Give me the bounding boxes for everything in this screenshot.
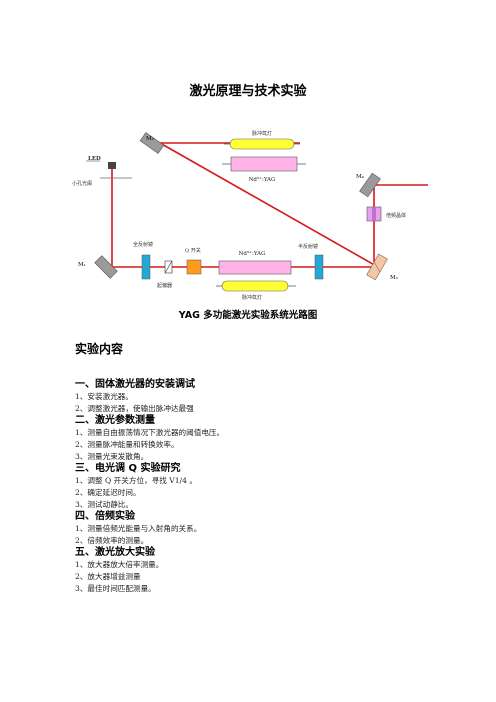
frequency-doubling-crystal: 倍频晶体 — [366, 206, 406, 222]
total-reflector-label: 全反射镜 — [133, 241, 153, 248]
list-item: 2、测量脉冲能量和转换效率。 — [75, 440, 179, 449]
list-item: 1、测量自由振荡情况下激光器的阈值电压。 — [75, 428, 225, 437]
led-body — [108, 162, 116, 169]
bottom-ndyag-label: Nd³⁺:YAG — [239, 250, 266, 257]
document-title: 激光原理与技术实验 — [189, 84, 307, 99]
freq-crystal-label: 倍频晶体 — [386, 212, 406, 219]
bottom-pulse-lamp: 脉冲氙灯 — [216, 280, 296, 301]
section-1: 一、固体激光器的安装调试 1、安装激光器。 2、调整激光器，使输出脉冲达最强 — [75, 379, 435, 415]
led-label: LED — [88, 156, 101, 162]
top-ndyag-label: Nd³⁺:YAG — [249, 176, 276, 183]
list-item: 1、放大器放大倍率测量。 — [75, 560, 164, 569]
q-switch-label: Q 开关 — [185, 247, 201, 254]
section-title: 三、电光调 Q 实验研究 — [75, 463, 181, 474]
m4-label: M₄ — [356, 174, 365, 180]
list-item: 1、调整 Q 开关方位，寻找 V1/4 。 — [75, 476, 197, 485]
m1-label: M₁ — [78, 262, 86, 268]
polarizer-label: 起偏器 — [157, 282, 172, 289]
experiment-contents: 实验内容 一、固体激光器的安装调试 1、安装激光器。 2、调整激光器，使输出脉冲… — [75, 340, 435, 595]
top-ndyag-rod: Nd³⁺:YAG — [222, 156, 306, 183]
list-item: 3、测试动静比。 — [75, 500, 133, 509]
section-title: 四、倍频实验 — [75, 511, 135, 522]
figure-caption: YAG 多功能激光实验系统光路图 — [178, 310, 318, 321]
top-pulse-lamp: 脉冲氙灯 — [224, 130, 300, 150]
list-item: 1、测量倍频光能量与入射角的关系。 — [75, 524, 202, 533]
led-source: LED — [86, 156, 116, 169]
mirror-m4: M₄ — [356, 172, 381, 198]
polarizer: 起偏器 — [157, 260, 173, 289]
beam-m2-to-m3 — [159, 142, 379, 268]
bottom-pulse-lamp-label: 脉冲氙灯 — [242, 294, 262, 301]
list-item: 1、安装激光器。 — [75, 392, 133, 401]
section-5: 五、激光放大实验 1、放大器放大倍率测量。 2、放大器增益测量 3、最佳时间匹配… — [75, 547, 435, 595]
mirror-m1: M₁ — [78, 255, 118, 279]
half-reflector-label: 半反射镜 — [298, 243, 318, 250]
section-3: 三、电光调 Q 实验研究 1、调整 Q 开关方位，寻找 V1/4 。 2、确定延… — [75, 463, 435, 511]
q-switch: Q 开关 — [185, 247, 202, 275]
section-2: 二、激光参数测量 1、测量自由振荡情况下激光器的阈值电压。 2、测量脉冲能量和转… — [75, 415, 435, 463]
section-title: 五、激光放大实验 — [75, 547, 155, 558]
list-item: 3、最佳时间匹配测量。 — [75, 584, 156, 593]
content-heading: 实验内容 — [75, 342, 124, 356]
section-title: 二、激光参数测量 — [75, 415, 155, 426]
list-item: 2、放大器增益测量 — [75, 572, 141, 581]
mirror-m2: M₂ — [139, 132, 165, 154]
section-4: 四、倍频实验 1、测量倍频光能量与入射角的关系。 2、倍频效率的测量。 — [75, 511, 435, 547]
bottom-ndyag-rod: Nd³⁺:YAG — [218, 250, 292, 275]
list-item: 3、测量光束发散角。 — [75, 452, 149, 461]
m3-label: M₃ — [390, 275, 398, 281]
list-item: 2、调整激光器，使输出脉冲达最强 — [75, 404, 194, 413]
list-item: 2、倍频效率的测量。 — [75, 536, 149, 545]
pinhole-label: 小孔光阑 — [72, 180, 92, 187]
list-item: 2、确定延迟时间。 — [75, 488, 141, 497]
total-reflector: 全反射镜 — [133, 241, 153, 280]
half-reflector: 半反射镜 — [298, 243, 324, 280]
pinhole-aperture: 小孔光阑 — [72, 177, 132, 187]
section-title: 一、固体激光器的安装调试 — [75, 379, 195, 390]
top-pulse-lamp-label: 脉冲氙灯 — [252, 130, 272, 137]
mirror-m3: M₃ — [366, 253, 398, 281]
m2-label: M₂ — [146, 136, 154, 142]
